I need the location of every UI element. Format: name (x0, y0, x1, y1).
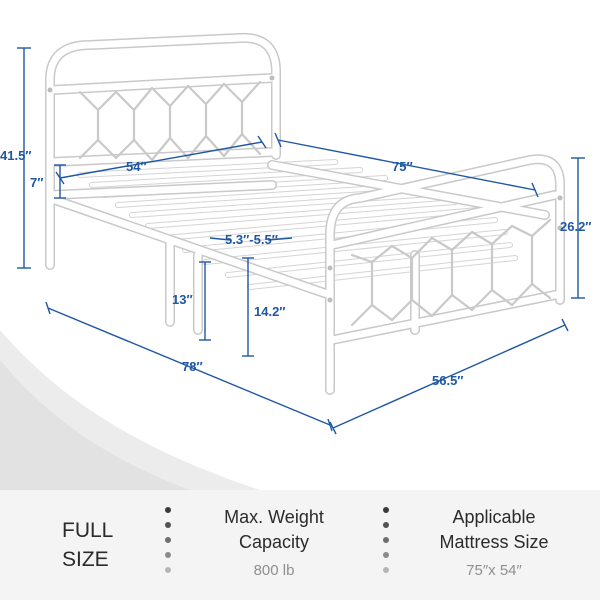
dimension-lines (17, 47, 585, 435)
mattress-size-title: Applicable Mattress Size (416, 505, 572, 555)
overall-width-label: 56.5″ (432, 373, 464, 388)
bed-frame-illustration (0, 32, 585, 490)
dot (165, 507, 171, 513)
total-height-label: 41.5″ (0, 148, 32, 163)
footboard-pattern (350, 218, 552, 327)
dot (383, 567, 389, 573)
overall-length-label: 78″ (182, 359, 203, 374)
size-line-2: SIZE (62, 548, 109, 571)
headboard-panel-height-label: 7″ (30, 175, 44, 190)
frame-white (46, 34, 564, 394)
bolts (47, 75, 563, 303)
dot (383, 552, 389, 558)
headboard-pattern (78, 80, 262, 162)
dot (383, 522, 389, 528)
dot (165, 552, 171, 558)
weight-capacity-title: Max. Weight Capacity (200, 505, 348, 555)
mattress-title-line-1: Applicable (452, 507, 536, 527)
dot (165, 567, 171, 573)
size-line-1: FULL (62, 519, 114, 542)
spec-panel (0, 490, 600, 600)
mattress-size-value: 75″x 54″ (466, 562, 522, 579)
frame-height-label: 14.2″ (254, 304, 286, 319)
mattress-title-line-2: Mattress Size (439, 532, 549, 552)
dot (383, 507, 389, 513)
width-label: 54″ (126, 159, 147, 174)
bed-size: FULL SIZE (62, 516, 113, 574)
under-bed-clearance-label: 13″ (172, 292, 193, 307)
footboard-height-label: 26.2″ (560, 219, 592, 234)
slat-gap-label: 5.3″-5.5″ (225, 232, 278, 247)
paper-curl-highlight (0, 360, 190, 490)
length-label: 75″ (392, 159, 413, 174)
dot (383, 537, 389, 543)
dot (165, 537, 171, 543)
weight-title-line-2: Capacity (238, 532, 310, 552)
bed-frame (45, 32, 565, 395)
weight-title-line-1: Max. Weight (224, 507, 324, 527)
weight-capacity-value: 800 lb (253, 562, 295, 579)
dot (165, 522, 171, 528)
